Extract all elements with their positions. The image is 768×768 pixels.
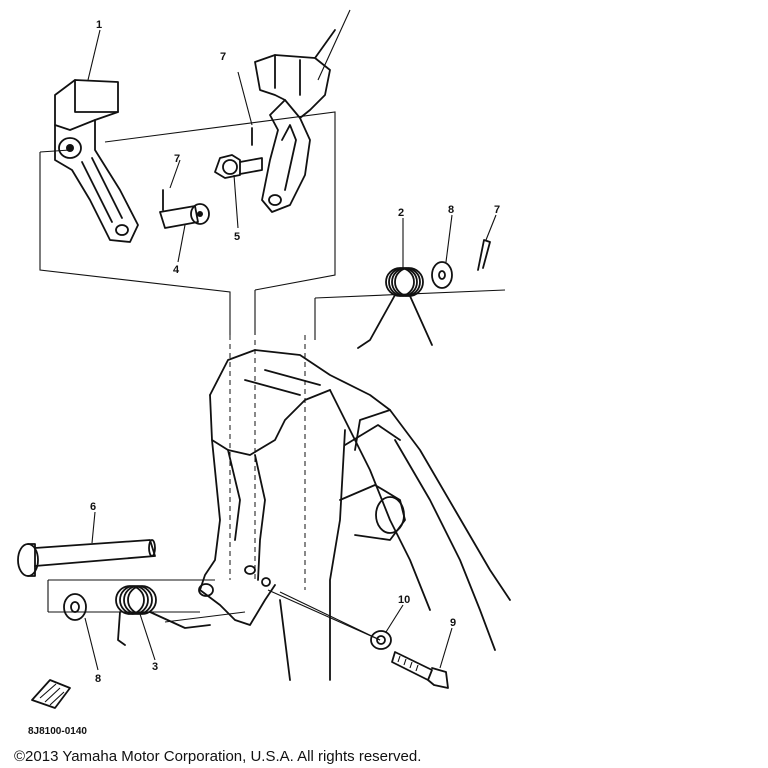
leader-1-left	[87, 29, 101, 81]
callout-1-left: 1	[96, 19, 102, 31]
assembly-reference-lines	[39, 111, 506, 641]
torsion-spring-lower	[115, 585, 211, 661]
callout-9: 9	[450, 617, 456, 629]
callout-7-right: 7	[494, 204, 500, 216]
callout-7-middle: 7	[174, 153, 180, 165]
front-direction-icon	[31, 679, 71, 709]
callout-10: 10	[398, 594, 410, 606]
long-shaft	[17, 511, 156, 577]
right-swivel-bracket	[254, 9, 351, 213]
torsion-spring-upper	[357, 218, 433, 349]
nut	[370, 604, 404, 650]
callout-7-top: 7	[220, 51, 226, 63]
stern-bracket-body	[198, 349, 511, 681]
washer-lower	[63, 593, 99, 671]
tilt-pin	[159, 159, 210, 263]
cotter-pin-upper	[477, 214, 497, 271]
callout-8-upper: 8	[448, 204, 454, 216]
assembly-line-bolt	[267, 589, 381, 641]
drawing-code: 8J8100-0140	[28, 726, 87, 737]
callout-5: 5	[234, 231, 240, 243]
lock-pin	[214, 71, 263, 229]
callout-3: 3	[152, 661, 158, 673]
washer-upper	[431, 214, 453, 289]
copyright-notice: ©2013 Yamaha Motor Corporation, U.S.A. A…	[14, 748, 422, 765]
callout-4: 4	[173, 264, 180, 276]
callout-2: 2	[398, 207, 404, 219]
callout-8-lower: 8	[95, 673, 101, 685]
bolt	[391, 627, 453, 689]
callout-6: 6	[90, 501, 96, 513]
left-swivel-bracket	[54, 79, 139, 243]
